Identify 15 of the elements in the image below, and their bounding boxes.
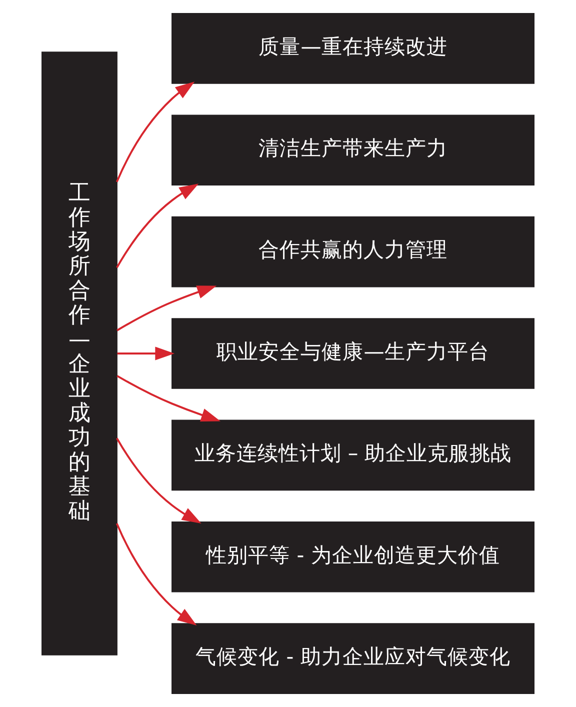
node-box: 性别平等 - 为企业创造更大价值: [172, 521, 534, 592]
arrow: [117, 346, 174, 360]
arrow: [116, 438, 202, 524]
node-box: 质量—重在持续改进: [172, 13, 534, 84]
arrow: [116, 523, 197, 626]
node-box: 清洁生产带来生产力: [172, 114, 534, 186]
node-box: 职业安全与健康—生产力平台: [172, 318, 534, 389]
node-box: 工作场所合作—企业成功的基础: [42, 52, 118, 656]
arrow: [116, 375, 220, 422]
arrow: [116, 184, 199, 268]
arrow: [116, 286, 217, 332]
node-box: 合作共赢的人力管理: [172, 216, 534, 288]
arrow: [116, 82, 195, 182]
node-box: 气候变化 - 助力企业应对气候变化: [172, 623, 534, 694]
node-box: 业务连续性计划 – 助企业克服挑战: [172, 420, 534, 491]
